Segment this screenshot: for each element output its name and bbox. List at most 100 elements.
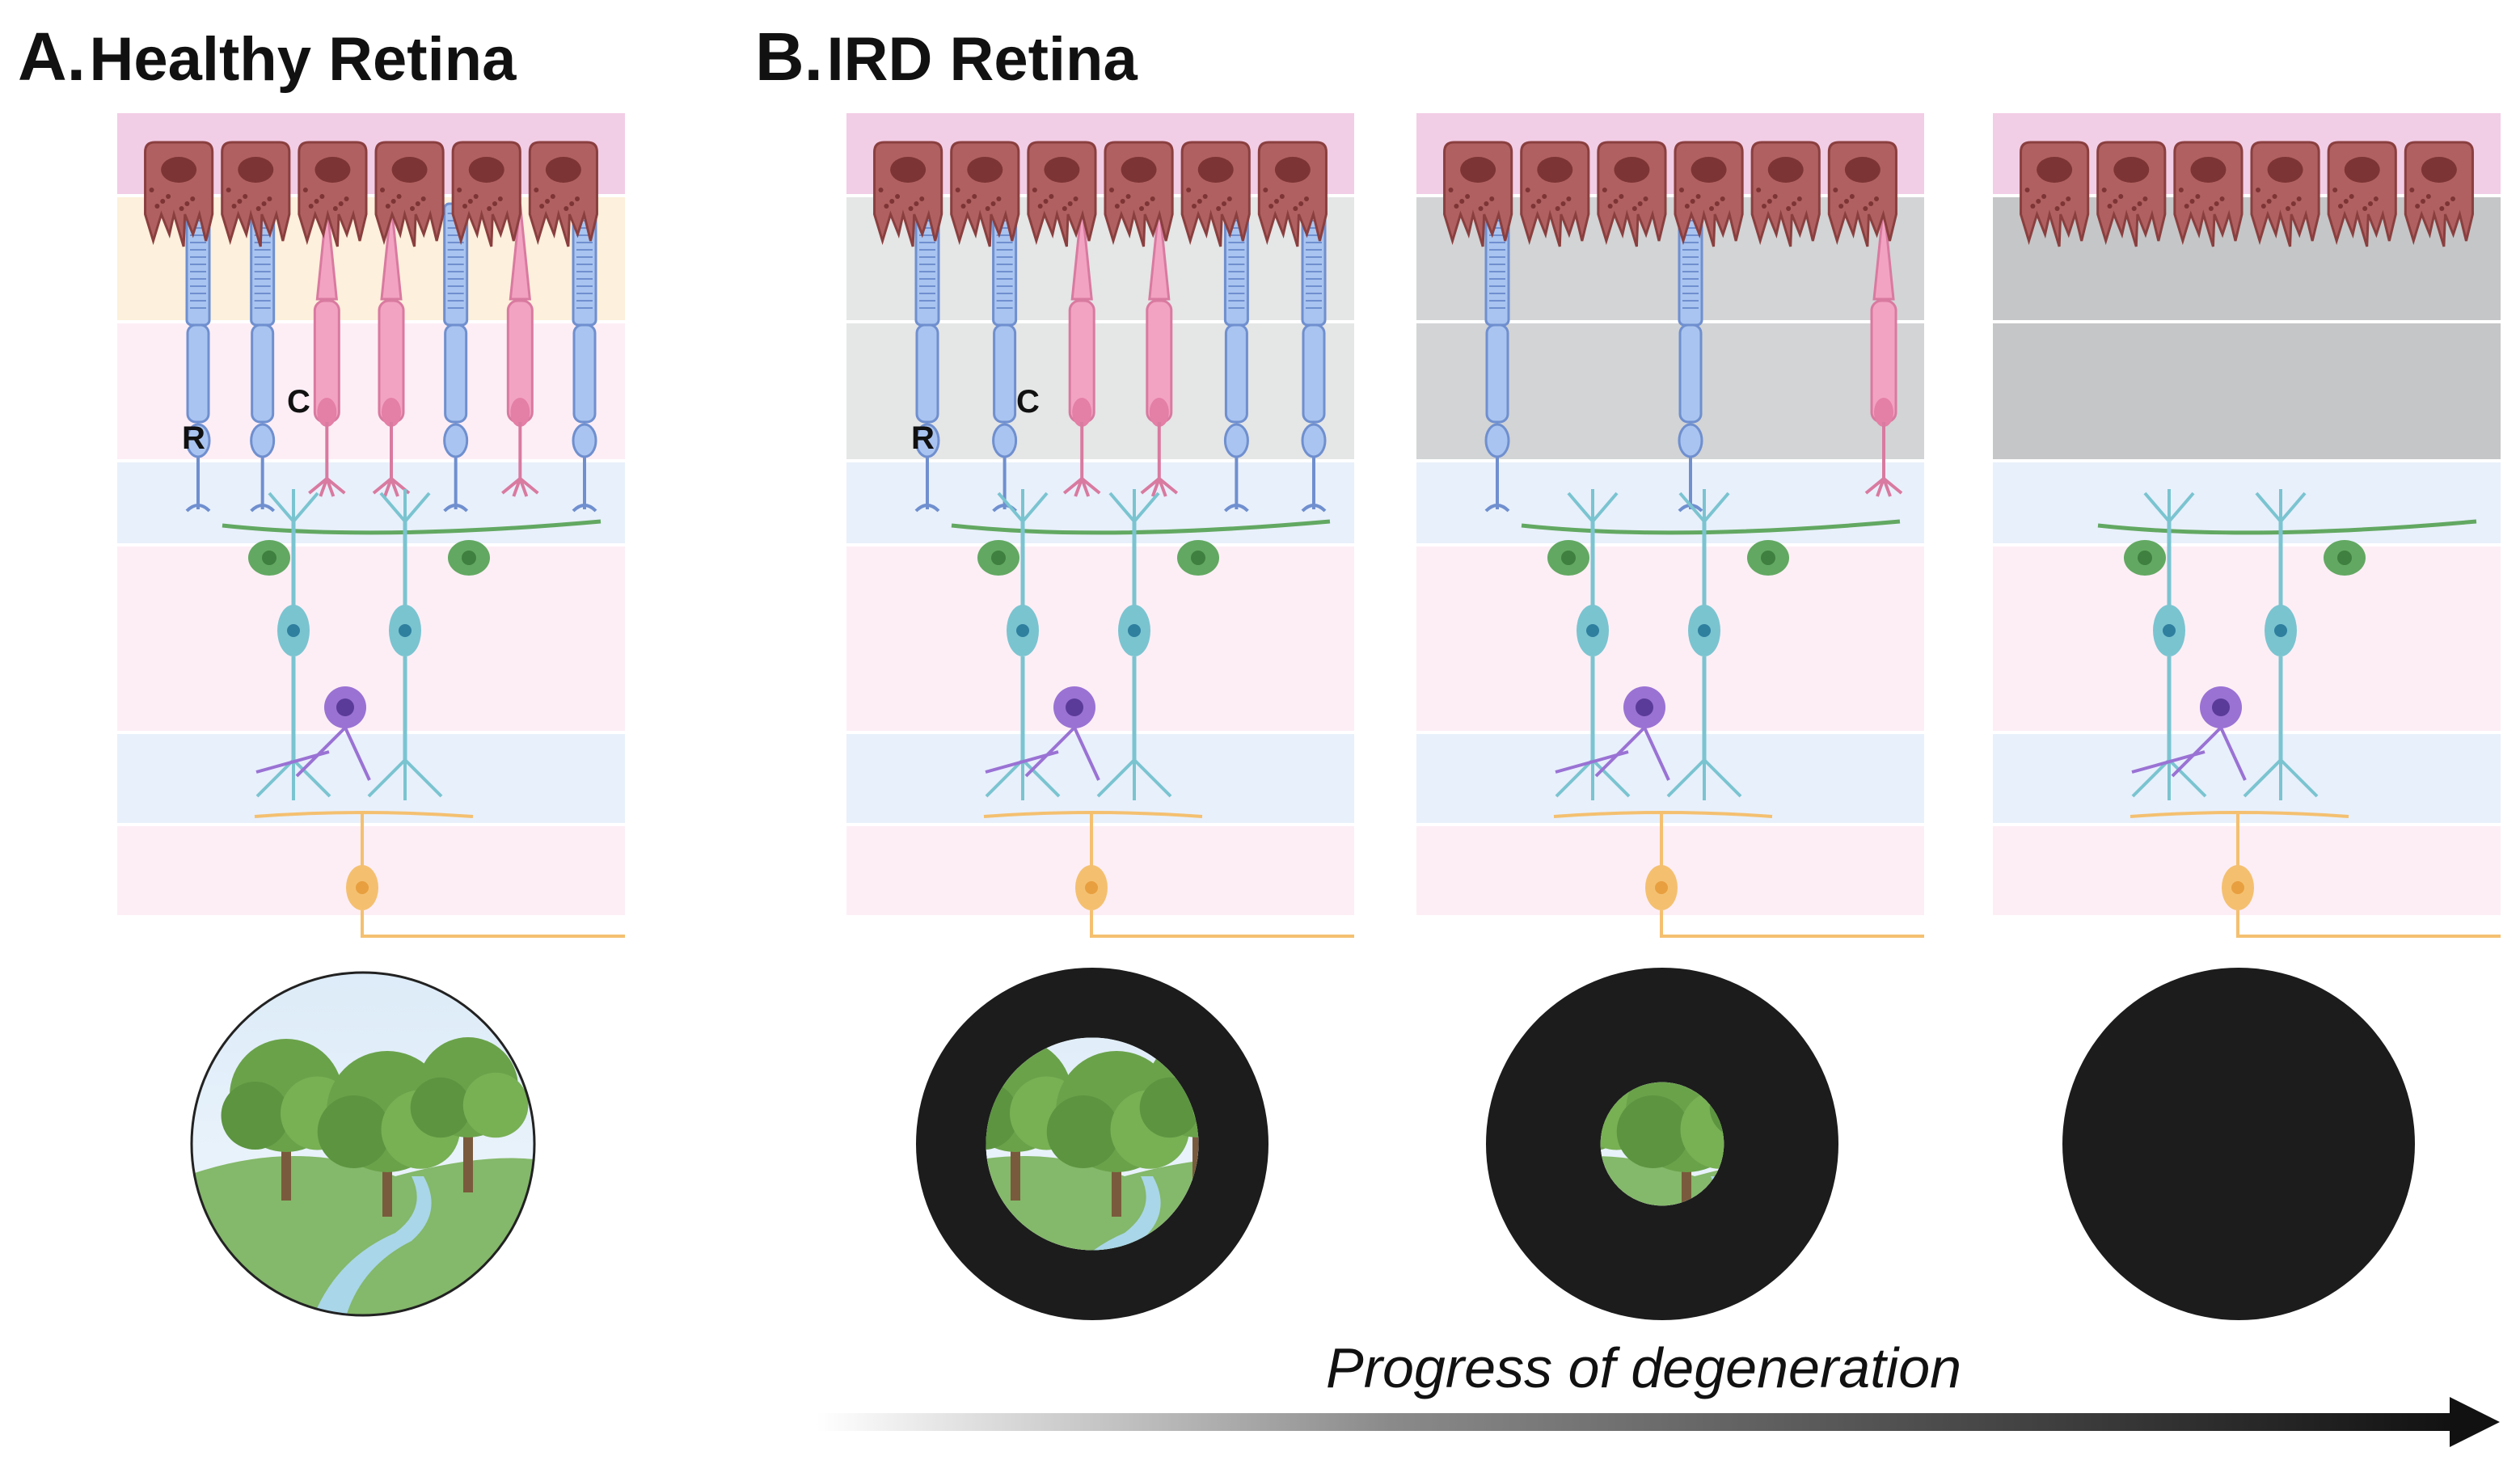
rpe-pigment [344, 196, 349, 201]
cone-outer-segment [509, 203, 531, 301]
rpe-pigment [1125, 194, 1131, 199]
rpe-pigment [473, 194, 479, 199]
rpe-pigment [2362, 206, 2368, 211]
rpe-pigment [1144, 201, 1150, 206]
rpe-pigment [2439, 206, 2445, 211]
rpe-pigment [1690, 199, 1695, 204]
rpe-pigment [2054, 206, 2060, 211]
rpe-pigment [467, 199, 473, 204]
rpe-pigment [1448, 188, 1454, 192]
rpe-pigment [1542, 194, 1547, 199]
panel-a-title: Healthy Retina [89, 25, 517, 94]
rpe-pigment [1631, 206, 1637, 211]
horizontal-cell-process [222, 519, 602, 535]
ganglion-cell-nucleus [2231, 881, 2244, 894]
tree-trunk [1192, 1112, 1199, 1192]
rpe-pigment [878, 188, 884, 192]
degeneration-arrow [817, 1397, 2500, 1447]
rpe-pigment [2450, 196, 2455, 201]
rpe-pigment [1566, 196, 1572, 201]
vision-circle-outline [190, 971, 536, 1317]
rpe-pigment [2189, 199, 2195, 204]
horizontal-cell-nucleus [2337, 551, 2352, 565]
rpe-pigment [1868, 201, 1874, 206]
rpe-pigment [2142, 196, 2148, 201]
amacrine-process [2131, 726, 2247, 781]
cone-pedicle [372, 474, 411, 497]
rpe-pigment [1643, 196, 1648, 201]
rpe-cell-nucleus [1614, 157, 1650, 183]
bipolar-dendrite [1567, 489, 1619, 523]
rpe-pigment [884, 204, 889, 209]
ganglion-dendrite [1553, 811, 1773, 873]
rpe-pigment [1263, 188, 1268, 192]
amacrine-cell-nucleus [1636, 698, 1653, 716]
rpe-cell-nucleus [2190, 157, 2227, 183]
rpe-pigment [2445, 201, 2450, 206]
bipolar-cell-nucleus [1016, 624, 1029, 637]
horizontal-cell-process [2097, 519, 2477, 535]
rpe-pigment [2131, 206, 2137, 211]
inner-nuclear-band [1993, 546, 2501, 731]
rpe-pigment [2296, 196, 2302, 201]
bipolar-terminal [1666, 758, 1742, 800]
cone-nucleus [382, 398, 401, 427]
rpe-pigment [2195, 194, 2201, 199]
rpe-pigment [2060, 201, 2066, 206]
rpe-pigment [420, 196, 426, 201]
rod-terminal [443, 504, 469, 513]
rpe-pigment [1478, 206, 1484, 211]
rpe-pigment [1293, 206, 1298, 211]
retina-panel-1: RC [117, 113, 625, 1317]
rpe-cell-nucleus [2267, 157, 2303, 183]
rpe-pigment [1139, 206, 1144, 211]
rpe-pigment [1530, 204, 1536, 209]
rpe-pigment [1695, 194, 1701, 199]
rpe-pigment [190, 196, 196, 201]
bipolar-terminal [2131, 758, 2207, 800]
rpe-pigment [1484, 201, 1489, 206]
rod-nucleus [250, 423, 276, 458]
rpe-cell-nucleus [1767, 157, 1804, 183]
rod-terminal [185, 504, 211, 513]
rpe-pigment [149, 188, 154, 192]
rpe-pigment [1849, 194, 1855, 199]
rpe-pigment [497, 196, 503, 201]
stream [314, 1176, 432, 1314]
rod-nucleus [1223, 423, 1249, 458]
cone-nucleus [1874, 398, 1893, 427]
rpe-pigment [2137, 201, 2142, 206]
rpe-pigment [1607, 204, 1613, 209]
bipolar-cell-nucleus [1586, 624, 1599, 637]
rpe-pigment [2286, 206, 2290, 211]
vision-mask [2062, 968, 2415, 1320]
cone-pedicle [1062, 474, 1101, 497]
rpe-pigment [2041, 194, 2047, 199]
rpe-pigment [2107, 204, 2113, 209]
rpe-pigment [1767, 199, 1772, 204]
rpe-pigment [550, 194, 555, 199]
hills [986, 1156, 1199, 1251]
bipolar-dendrite [268, 489, 319, 523]
rpe-pigment [1637, 201, 1643, 206]
rpe-pigment [1762, 204, 1767, 209]
rpe-pigment [415, 201, 420, 206]
outer-plexiform-band [1416, 462, 1924, 543]
bipolar-terminal [2243, 758, 2319, 800]
rpe-pigment [1186, 188, 1192, 192]
rpe-pigment [226, 188, 231, 192]
rpe-pigment [1062, 206, 1067, 211]
horizontal-cell-nucleus [991, 551, 1006, 565]
rpe-cell-nucleus [314, 157, 351, 183]
rpe-pigment [1714, 201, 1720, 206]
rpe-pigment [2421, 199, 2425, 204]
rod-label: R [182, 420, 205, 456]
rod-inner-segment [1485, 323, 1509, 424]
arrow-head [2450, 1397, 2500, 1447]
rpe-pigment [487, 206, 492, 211]
rpe-cell-nucleus [1121, 157, 1157, 183]
rpe-pigment [166, 194, 171, 199]
rpe-cell-nucleus [1460, 157, 1496, 183]
rod-inner-segment [444, 323, 468, 424]
